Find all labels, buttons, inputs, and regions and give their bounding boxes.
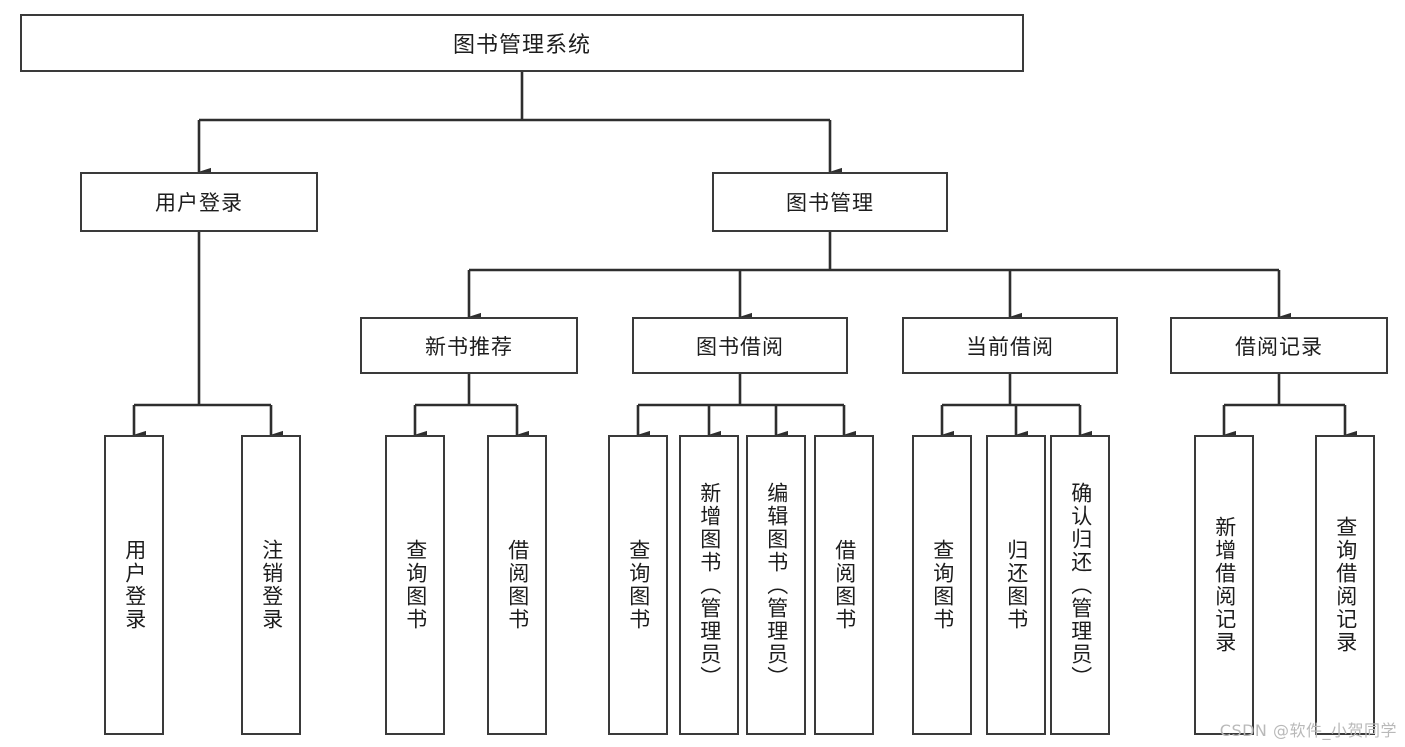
node-leaf-query-book-1-label: 查询图书 [403, 539, 428, 631]
node-book-borrow-label: 图书借阅 [696, 334, 784, 359]
node-leaf-add-borrow-record[interactable]: 新增借阅记录 [1194, 435, 1254, 735]
user-login-to-leaves-connectors [132, 232, 284, 440]
book-manage-to-level3-connectors [467, 232, 1292, 322]
node-leaf-query-book-2[interactable]: 查询图书 [608, 435, 668, 735]
new-book-recommend-to-leaves-connectors [413, 374, 530, 440]
node-leaf-query-book-1[interactable]: 查询图书 [385, 435, 445, 735]
root-to-level2-connectors [197, 72, 843, 177]
node-leaf-return-book-label: 归还图书 [1004, 539, 1029, 631]
node-leaf-add-book-admin[interactable]: 新增图书（管理员） [679, 435, 739, 735]
node-leaf-query-book-3-label: 查询图书 [930, 539, 955, 631]
current-borrow-to-leaves-connectors [940, 374, 1093, 440]
node-leaf-return-book[interactable]: 归还图书 [986, 435, 1046, 735]
node-book-manage-label: 图书管理 [786, 191, 874, 215]
node-user-login-label: 用户登录 [155, 191, 243, 215]
node-leaf-edit-book-admin[interactable]: 编辑图书（管理员） [746, 435, 806, 735]
node-leaf-borrow-book-2[interactable]: 借阅图书 [814, 435, 874, 735]
csdn-watermark: CSDN @软件_小贺同学 [1219, 721, 1397, 740]
node-leaf-query-borrow-record[interactable]: 查询借阅记录 [1315, 435, 1375, 735]
node-leaf-edit-book-admin-label: 编辑图书（管理员） [764, 481, 789, 689]
node-borrow-record-label: 借阅记录 [1235, 334, 1323, 359]
node-leaf-query-book-3[interactable]: 查询图书 [912, 435, 972, 735]
node-book-borrow[interactable]: 图书借阅 [632, 317, 848, 374]
node-leaf-query-book-2-label: 查询图书 [626, 539, 651, 631]
node-leaf-add-book-admin-label: 新增图书（管理员） [697, 481, 722, 689]
node-leaf-logout-login-label: 注销登录 [259, 539, 284, 631]
node-leaf-borrow-book-1[interactable]: 借阅图书 [487, 435, 547, 735]
node-leaf-confirm-return[interactable]: 确认归还（管理员） [1050, 435, 1110, 735]
node-book-manage[interactable]: 图书管理 [712, 172, 948, 232]
node-user-login[interactable]: 用户登录 [80, 172, 318, 232]
node-borrow-record[interactable]: 借阅记录 [1170, 317, 1388, 374]
book-borrow-to-leaves-connectors [636, 374, 857, 440]
node-leaf-logout-login[interactable]: 注销登录 [241, 435, 301, 735]
node-root-label: 图书管理系统 [452, 33, 591, 58]
borrow-record-to-leaves-connectors [1222, 374, 1358, 440]
node-leaf-user-login[interactable]: 用户登录 [104, 435, 164, 735]
node-new-book-recommend[interactable]: 新书推荐 [360, 317, 578, 374]
node-leaf-borrow-book-1-label: 借阅图书 [505, 539, 530, 631]
node-leaf-user-login-label: 用户登录 [122, 539, 147, 631]
node-leaf-confirm-return-label: 确认归还（管理员） [1068, 481, 1093, 689]
node-current-borrow-label: 当前借阅 [966, 334, 1054, 359]
node-leaf-borrow-book-2-label: 借阅图书 [832, 539, 857, 631]
node-current-borrow[interactable]: 当前借阅 [902, 317, 1118, 374]
node-root-book-management-system[interactable]: 图书管理系统 [20, 14, 1024, 72]
node-new-book-recommend-label: 新书推荐 [425, 334, 513, 359]
node-leaf-query-borrow-record-label: 查询借阅记录 [1333, 516, 1358, 654]
node-leaf-add-borrow-record-label: 新增借阅记录 [1212, 516, 1237, 654]
